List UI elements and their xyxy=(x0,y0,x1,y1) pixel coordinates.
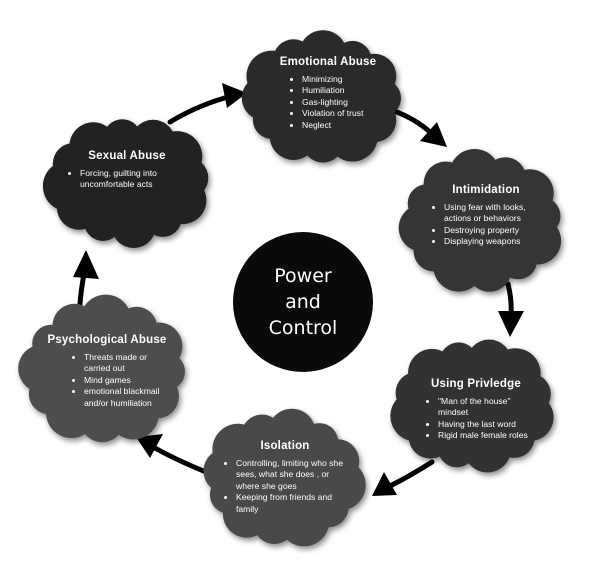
center-label: Power and Control xyxy=(233,232,373,372)
list-item: Minimizing xyxy=(302,74,384,85)
list-item: Rigid male female roles xyxy=(438,430,534,441)
cloud-body xyxy=(223,430,343,526)
list-item: Threats made or carried out xyxy=(84,352,170,375)
center-line-1: Power xyxy=(274,265,332,287)
cloud-psychological-abuse xyxy=(18,294,185,443)
cloud-title: Sexual Abuse xyxy=(88,150,166,162)
cloud-body xyxy=(262,52,384,144)
arrow-head xyxy=(136,434,163,458)
cloud-psychological-abuse-text: Psychological Abuse Threats made or carr… xyxy=(44,334,170,409)
arrow-line xyxy=(77,271,87,307)
cloud-body xyxy=(412,358,534,452)
list-item: Gas-lighting xyxy=(302,97,384,108)
cloud-title: Intimidation xyxy=(452,184,520,196)
arrow-head xyxy=(498,311,524,337)
arrow-head xyxy=(73,250,99,279)
list-item: Violation of trust xyxy=(302,108,384,119)
arrow-line xyxy=(387,459,435,489)
cloud-emotional-abuse-text: Emotional Abuse Minimizing Humiliation G… xyxy=(272,56,384,131)
center-line-2: and xyxy=(285,291,321,313)
cloud-using-privledge-text: Using Privledge "Man of the house" minds… xyxy=(418,378,534,442)
list-item: Forcing, guilting into uncomfortable act… xyxy=(80,168,188,191)
list-item: Destroying property xyxy=(444,225,542,236)
list-item: Displaying weapons xyxy=(444,236,542,247)
list-item: Humiliation xyxy=(302,85,384,96)
arrow-line xyxy=(167,93,235,125)
center-line-3: Control xyxy=(268,317,338,339)
cloud-title: Psychological Abuse xyxy=(47,334,167,346)
list-item: Mind games xyxy=(84,375,170,386)
cloud-group xyxy=(18,30,562,547)
cloud-body xyxy=(40,318,168,422)
center-circle xyxy=(233,232,373,372)
list-item: Controlling, limiting who she sees, what… xyxy=(236,458,348,492)
list-item: Using fear with looks, actions or behavi… xyxy=(444,202,542,225)
list-item: "Man of the house" mindset xyxy=(438,396,534,419)
cloud-list: Minimizing Humiliation Gas-lighting Viol… xyxy=(272,74,384,131)
cloud-using-privledge xyxy=(390,339,554,473)
cloud-isolation-text: Isolation Controlling, limiting who she … xyxy=(222,440,348,515)
arrow-head xyxy=(222,83,247,108)
cloud-intimidation xyxy=(398,149,562,292)
arrow-head xyxy=(420,122,447,147)
cloud-sexual-abuse xyxy=(42,119,209,248)
cloud-list: "Man of the house" mindset Having the la… xyxy=(418,396,534,442)
cloud-list: Forcing, guilting into uncomfortable act… xyxy=(66,168,188,191)
cloud-title: Emotional Abuse xyxy=(279,56,377,68)
cloud-list: Using fear with looks, actions or behavi… xyxy=(430,202,542,248)
cloud-list: Controlling, limiting who she sees, what… xyxy=(222,458,348,515)
cloud-emotional-abuse xyxy=(241,30,401,163)
list-item: emotional blackmail and/or humiliation xyxy=(84,386,170,409)
cloud-title: Isolation xyxy=(260,440,310,452)
list-item: Keeping from friends and family xyxy=(236,492,348,515)
cloud-body xyxy=(66,136,190,228)
cloud-title: Using Privledge xyxy=(431,378,521,390)
cloud-intimidation-text: Intimidation Using fear with looks, acti… xyxy=(430,184,542,248)
arrow-head xyxy=(372,472,397,496)
list-item: Having the last word xyxy=(438,419,534,430)
list-item: Neglect xyxy=(302,120,384,131)
cloud-list: Threats made or carried out Mind games e… xyxy=(44,352,170,409)
cloud-isolation xyxy=(203,408,366,547)
cloud-sexual-abuse-text: Sexual Abuse Forcing, guilting into unco… xyxy=(66,150,188,191)
cloud-body xyxy=(420,172,544,272)
